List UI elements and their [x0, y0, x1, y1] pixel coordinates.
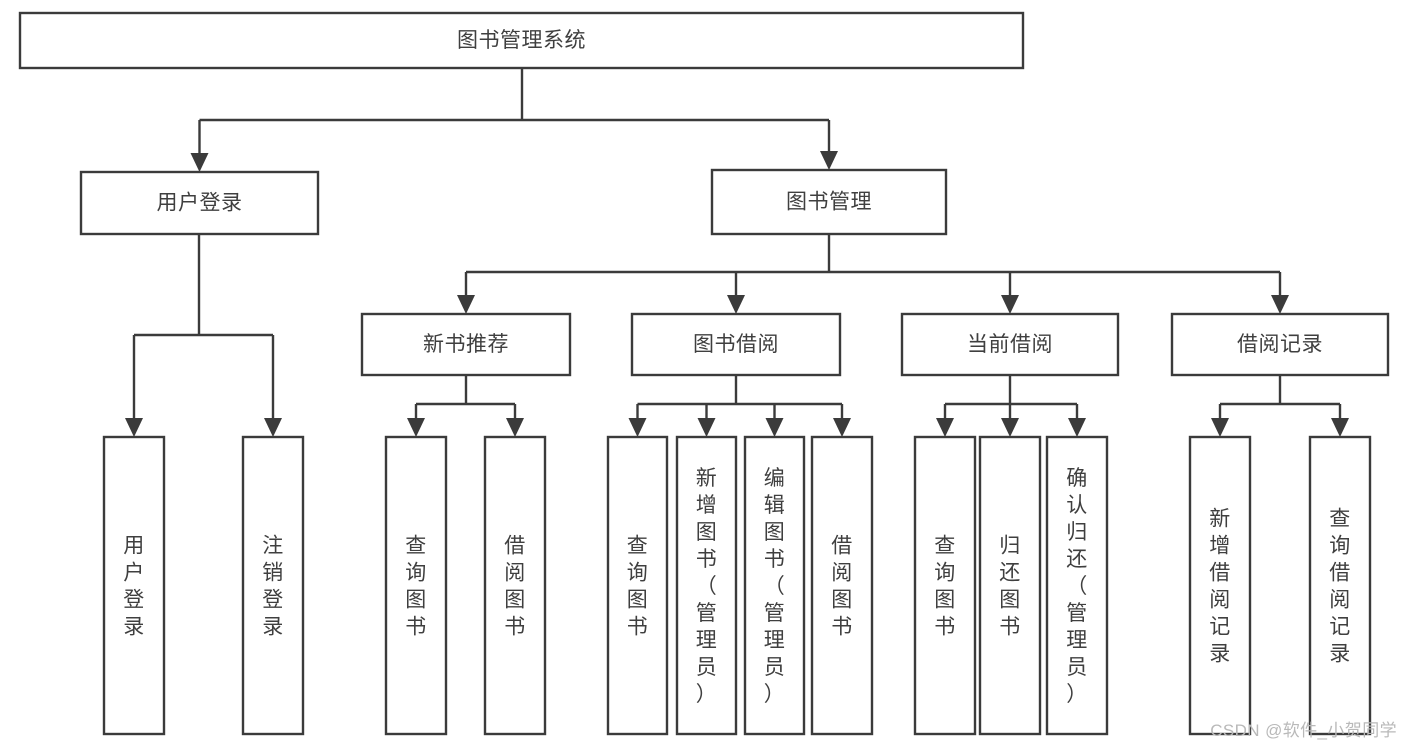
node-box[interactable] — [978, 435, 1042, 736]
arrow-head-icon — [1271, 295, 1289, 314]
node-level3[interactable]: 借阅记录 — [1170, 312, 1390, 377]
node-level3[interactable]: 图书借阅 — [630, 312, 842, 377]
arrow-head-icon — [1001, 295, 1019, 314]
node-label: 图书借阅 — [693, 333, 779, 356]
node-box[interactable] — [630, 312, 842, 377]
node-label: 图书管理系统 — [457, 29, 586, 52]
connector-group — [1211, 375, 1349, 437]
node-box[interactable] — [483, 435, 547, 736]
node-leaf[interactable]: 确认归还（管理员） — [1045, 435, 1109, 736]
arrow-head-icon — [457, 295, 475, 314]
node-label: 图书管理 — [786, 191, 872, 214]
node-box[interactable] — [241, 435, 305, 736]
node-label: 借阅记录 — [1237, 333, 1323, 356]
node-box[interactable] — [102, 435, 166, 736]
node-leaf[interactable]: 查询图书 — [913, 435, 977, 736]
arrow-head-icon — [407, 418, 425, 437]
arrow-head-icon — [727, 295, 745, 314]
node-box[interactable] — [913, 435, 977, 736]
node-leaf[interactable]: 借阅图书 — [810, 435, 874, 736]
arrow-head-icon — [1331, 418, 1349, 437]
arrow-head-icon — [190, 153, 209, 172]
arrow-head-icon — [125, 418, 143, 437]
arrow-head-icon — [628, 418, 647, 437]
node-label: 确认归还（管理员） — [1066, 467, 1088, 706]
node-box[interactable] — [1045, 435, 1109, 736]
node-box[interactable] — [360, 312, 572, 377]
node-level2[interactable]: 用户登录 — [79, 170, 320, 236]
node-leaf[interactable]: 借阅图书 — [483, 435, 547, 736]
node-label: 归还图书 — [999, 535, 1021, 639]
connector-layer — [125, 68, 1349, 437]
watermark-text: CSDN @软件_小贺同学 — [1210, 721, 1397, 740]
node-box[interactable] — [18, 11, 1025, 70]
node-leaf[interactable]: 归还图书 — [978, 435, 1042, 736]
node-label: 新书推荐 — [423, 333, 509, 356]
node-leaf[interactable]: 新增借阅记录 — [1188, 435, 1252, 736]
node-box[interactable] — [675, 435, 738, 736]
node-box[interactable] — [1170, 312, 1390, 377]
node-label: 用户登录 — [157, 192, 243, 215]
arrow-head-icon — [833, 418, 851, 437]
connector-group — [407, 375, 524, 437]
arrow-head-icon — [1211, 418, 1229, 437]
node-label: 用户登录 — [123, 535, 145, 639]
node-box[interactable] — [1188, 435, 1252, 736]
node-level3[interactable]: 当前借阅 — [900, 312, 1120, 377]
node-leaf[interactable]: 查询图书 — [606, 435, 669, 736]
arrow-head-icon — [264, 418, 282, 437]
node-label: 查询图书 — [934, 535, 956, 639]
node-label: 借阅图书 — [831, 535, 853, 639]
arrow-head-icon — [1068, 418, 1086, 437]
arrow-head-icon — [765, 418, 784, 437]
node-box[interactable] — [743, 435, 806, 736]
node-label: 当前借阅 — [967, 333, 1053, 356]
node-box[interactable] — [710, 168, 948, 236]
node-box[interactable] — [79, 170, 320, 236]
node-label: 查询图书 — [405, 535, 427, 639]
connector-group — [936, 375, 1086, 437]
node-leaf[interactable]: 查询借阅记录 — [1308, 435, 1372, 736]
node-label: 新增借阅记录 — [1209, 508, 1231, 666]
connector-group — [457, 234, 1289, 314]
connector-group — [190, 68, 838, 172]
node-box[interactable] — [810, 435, 874, 736]
node-label: 查询借阅记录 — [1329, 508, 1351, 666]
arrow-head-icon — [1001, 418, 1019, 437]
arrow-head-icon — [506, 418, 524, 437]
node-leaf[interactable]: 新增图书（管理员） — [675, 435, 738, 736]
arrow-head-icon — [820, 151, 838, 170]
node-leaf[interactable]: 注销登录 — [241, 435, 305, 736]
node-root[interactable]: 图书管理系统 — [18, 11, 1025, 70]
node-level3[interactable]: 新书推荐 — [360, 312, 572, 377]
node-box[interactable] — [1308, 435, 1372, 736]
node-label: 编辑图书（管理员） — [764, 467, 786, 706]
node-box[interactable] — [384, 435, 448, 736]
node-label: 新增图书（管理员） — [696, 467, 718, 706]
connector-group — [628, 375, 851, 437]
node-label: 注销登录 — [262, 535, 284, 639]
node-level2[interactable]: 图书管理 — [710, 168, 948, 236]
arrow-head-icon — [936, 418, 954, 437]
connector-group — [125, 234, 282, 437]
node-label: 借阅图书 — [504, 535, 526, 639]
node-label: 查询图书 — [627, 535, 649, 639]
node-leaf[interactable]: 查询图书 — [384, 435, 448, 736]
node-leaf[interactable]: 编辑图书（管理员） — [743, 435, 806, 736]
node-box[interactable] — [606, 435, 669, 736]
node-leaf[interactable]: 用户登录 — [102, 435, 166, 736]
node-layer: 图书管理系统用户登录图书管理新书推荐图书借阅当前借阅借阅记录用户登录注销登录查询… — [18, 11, 1390, 736]
node-box[interactable] — [900, 312, 1120, 377]
arrow-head-icon — [697, 418, 716, 437]
